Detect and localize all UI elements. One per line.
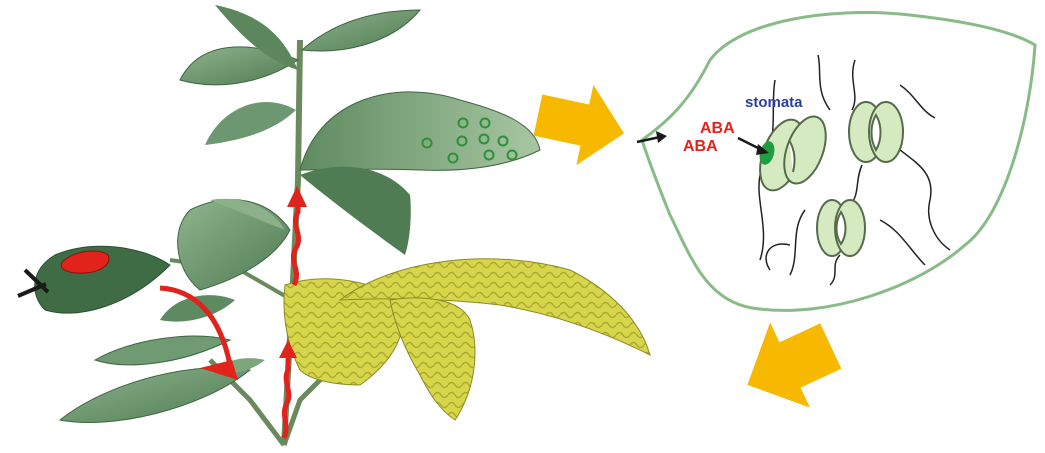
arrow-left-icon: [728, 303, 851, 427]
plant: [18, 5, 650, 445]
leaf-lowest-left: [60, 367, 250, 422]
leaf-zoom-inset: stomata ABA ABA: [637, 13, 1035, 311]
arrow-right-icon: [529, 75, 632, 174]
leaf-outline: [642, 13, 1035, 311]
leaf-top-right: [302, 10, 420, 51]
leaf-mid-left: [205, 102, 296, 145]
leaf-middle-big: [178, 200, 290, 290]
aba-label-bottom: ABA: [683, 138, 718, 155]
leaf-with-stomata: [300, 92, 540, 170]
stomata-label: stomata: [745, 94, 803, 111]
signal-arrowhead-up-upper: [287, 186, 307, 207]
wilted-leaf-hanging: [390, 298, 475, 420]
leaf-right-lower: [300, 167, 411, 255]
guard-cell-pair: [817, 200, 865, 256]
aba-label-top: ABA: [700, 120, 735, 137]
guard-cell-pair: [849, 102, 903, 162]
